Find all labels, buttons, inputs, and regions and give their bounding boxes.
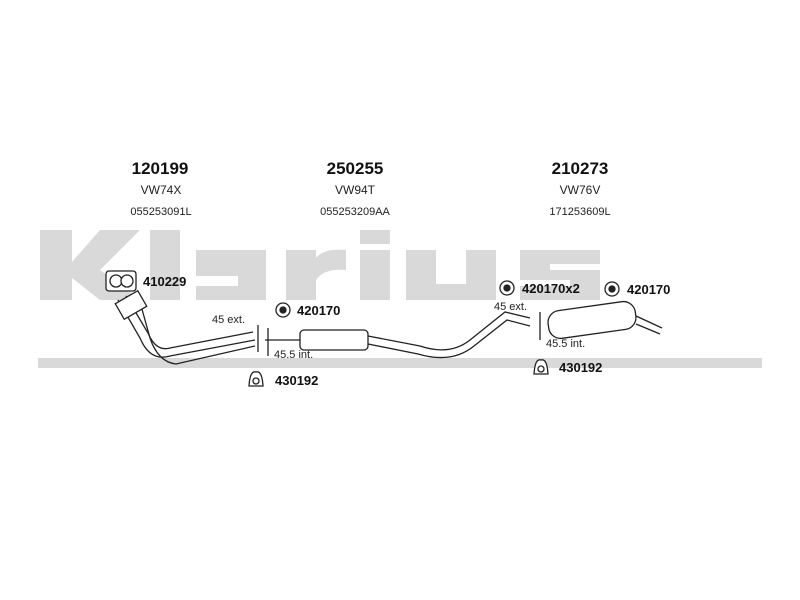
clamp-icon-front: [275, 302, 291, 318]
rear-silencer: [539, 300, 663, 340]
oem-ref-front: 055253091L: [130, 206, 192, 218]
rear-int-dimension: 45.5 int.: [546, 338, 586, 350]
vehicle-code-front: VW74X: [140, 183, 182, 197]
klarius-watermark: [38, 228, 762, 368]
clamp-front-part-label: 420170: [297, 303, 341, 318]
clamp-icon-rear-pair: [499, 280, 515, 296]
hanger-rear-part-label: 430192: [559, 360, 603, 375]
hanger-front-part-label: 430192: [275, 373, 319, 388]
middle-section: [257, 311, 531, 359]
front-downpipe: [114, 289, 256, 365]
clamp-rear-pair-part-label: 420170x2: [522, 281, 580, 296]
part-number-rear: 210273: [551, 159, 609, 178]
oem-ref-rear: 171253609L: [549, 206, 611, 218]
front-ext-dimension: 45 ext.: [212, 314, 246, 326]
rear-ext-dimension: 45 ext.: [494, 301, 528, 313]
part-number-middle: 250255: [326, 159, 384, 178]
vehicle-code-rear: VW76V: [559, 183, 601, 197]
hanger-icon-rear: [533, 359, 549, 375]
clamp-rear-part-label: 420170: [627, 282, 671, 297]
clamp-icon-rear: [604, 281, 620, 297]
part-number-front: 120199: [131, 159, 189, 178]
front-int-dimension: 45.5 int.: [274, 349, 314, 361]
oem-ref-middle: 055253209AA: [320, 206, 390, 218]
gasket-icon: [105, 270, 137, 292]
hanger-icon-front: [248, 371, 264, 387]
vehicle-code-middle: VW94T: [334, 183, 376, 197]
gasket-part-label: 410229: [143, 274, 187, 289]
